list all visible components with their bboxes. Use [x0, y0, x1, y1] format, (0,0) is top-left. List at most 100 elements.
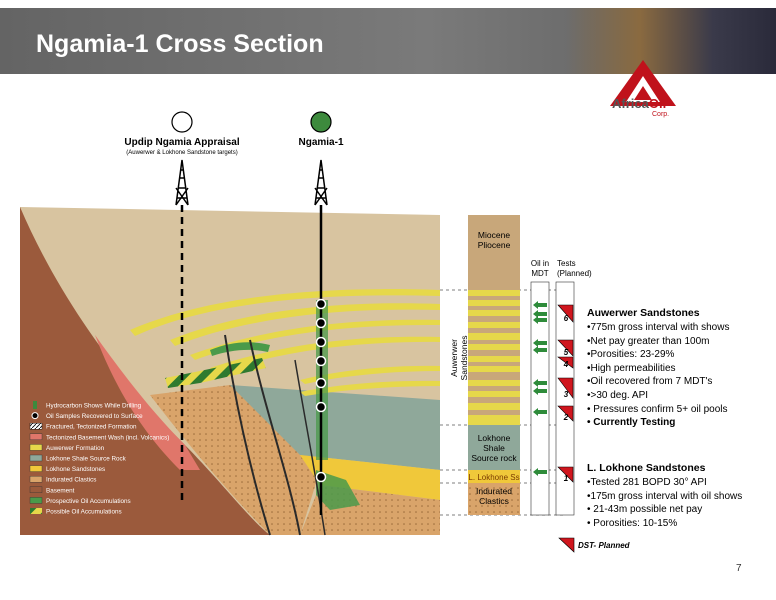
dst-marker-icon [557, 405, 574, 422]
legend-item: Lokhone Shale Source Rock [29, 454, 127, 463]
oil-arrow-icon [533, 379, 547, 387]
auwerwer-bullet: •Net pay greater than 100m [587, 335, 710, 347]
oil-arrow-icon [533, 339, 547, 347]
legend-item: Lokhone Sandstones [29, 465, 105, 473]
tests-header: Tests(Planned) [557, 259, 592, 278]
legend-label: Hydrocarbon Shows While Drilling [46, 403, 142, 410]
legend-swatch [29, 486, 43, 493]
legend-label: Lokhone Sandstones [46, 466, 105, 473]
legend-swatch [29, 423, 43, 430]
unit-label-lokhone-ss: L. Lokhone Ss [468, 473, 519, 482]
oil-sample-marker [315, 401, 327, 413]
dst-planned-label: DST- Planned [578, 541, 630, 550]
legend-swatch [29, 444, 43, 451]
oil-arrow-icon [533, 346, 547, 354]
legend-label: Fractured, Tectonized Formation [46, 424, 137, 431]
auwerwer-bullet: •High permeabilities [587, 362, 676, 374]
legend-swatch [29, 465, 43, 472]
lokhone-bullet: • Porosities: 10-15% [587, 517, 678, 529]
legend-item: Fractured, Tectonized Formation [29, 423, 137, 431]
legend-item: Auwerwer Formation [29, 444, 105, 452]
legend-label: Basement [46, 487, 75, 494]
oil-sample-marker [315, 317, 327, 329]
auwerwer-bullet: •775m gross interval with shows [587, 322, 730, 333]
dst-marker-icon [557, 339, 574, 357]
legend-swatch [29, 476, 43, 483]
legend-item: Oil Samples Recovered to Surface [31, 412, 143, 420]
well-subtitle: (Auwerwer & Lokhone Sandstone targets) [126, 150, 237, 156]
logo-suffix: Corp. [652, 111, 670, 118]
legend-label: Lokhone Shale Source Rock [46, 456, 127, 463]
derrick-icon [314, 159, 328, 206]
lokhone-bullet: • 21-43m possible net pay [587, 504, 703, 516]
oil-arrow-icon [533, 310, 547, 318]
dst-marker-icon [557, 304, 574, 323]
dst-marker-icon [557, 466, 574, 483]
lokhone-heading: L. Lokhone Sandstones [587, 462, 706, 474]
oil-sample-markers [315, 298, 327, 483]
legend-item: Prospective Oil Accumulations [29, 497, 131, 505]
oil-sample-marker [315, 377, 327, 389]
legend-swatch [31, 412, 39, 420]
oil-arrow-icon [533, 408, 547, 416]
lokhone-bullet: •175m gross interval with oil shows [587, 490, 743, 502]
legend-item: Basement [29, 486, 75, 494]
well-status-circle [171, 111, 193, 133]
legend-label: Possible Oil Accumulations [46, 509, 122, 516]
oil-arrow-icon [533, 301, 547, 309]
legend-swatch [33, 401, 37, 409]
section-panel [20, 207, 440, 536]
oil-sample-marker [315, 471, 327, 483]
legend-item: Hydrocarbon Shows While Drilling [33, 401, 142, 410]
legend-label: Tectonized Basement Wash (incl. Volcanic… [46, 434, 169, 441]
legend-swatch [29, 433, 43, 440]
legend-item: Indurated Clastics [29, 476, 96, 484]
auwerwer-heading: Auwerwer Sandstones [587, 307, 700, 319]
legend-swatch [30, 508, 42, 514]
well-status-circle [310, 111, 332, 133]
legend-item: Possible Oil Accumulations [30, 508, 122, 516]
well-name: Updip Ngamia Appraisal [124, 137, 239, 148]
dst-marker-icon [557, 356, 574, 369]
dst-test: 3 [557, 377, 574, 399]
oil-sample-marker [315, 336, 327, 348]
dst-test: 6 [557, 304, 574, 323]
well-updip: Updip Ngamia Appraisal (Auwerwer & Lokho… [124, 111, 240, 500]
logo-name-part2: Oil [648, 96, 667, 111]
dst-marker-icon [557, 377, 574, 399]
dst-test-number: 6 [564, 314, 569, 323]
legend-label: Indurated Clastics [46, 477, 96, 484]
dst-test: 1 [557, 466, 574, 483]
auwerwer-summary: Auwerwer Sandstones •775m gross interval… [587, 307, 729, 430]
page-title: Ngamia-1 Cross Section [36, 30, 324, 58]
derrick-icon [175, 159, 189, 206]
header-bar: Ngamia-1 Cross Section [0, 8, 776, 74]
legend-swatch [29, 454, 43, 462]
dst-test-number: 2 [563, 413, 569, 422]
dst-test: 5 [557, 339, 574, 357]
mdt-oil-arrows [533, 301, 547, 476]
page-number: 7 [736, 563, 742, 574]
well-name: Ngamia-1 [298, 137, 343, 148]
oil-arrow-icon [533, 387, 547, 395]
auwerwer-bullet: •Oil recovered from 7 MDT's [587, 376, 713, 388]
legend-item: Tectonized Basement Wash (incl. Volcanic… [29, 433, 169, 441]
auwerwer-bullet: •Porosities: 23-29% [587, 349, 675, 361]
header-photo [566, 8, 776, 74]
column-bands [468, 296, 520, 415]
unit-label-auwerwer: AuwerwerSandstones [449, 336, 469, 381]
well-ngamia-1: Ngamia-1 [298, 111, 344, 515]
legend-swatch [29, 497, 43, 504]
oil-sample-marker [315, 298, 327, 310]
logo-wordmark: AfricaOil [612, 96, 666, 111]
dst-planned-legend-icon [558, 537, 575, 553]
